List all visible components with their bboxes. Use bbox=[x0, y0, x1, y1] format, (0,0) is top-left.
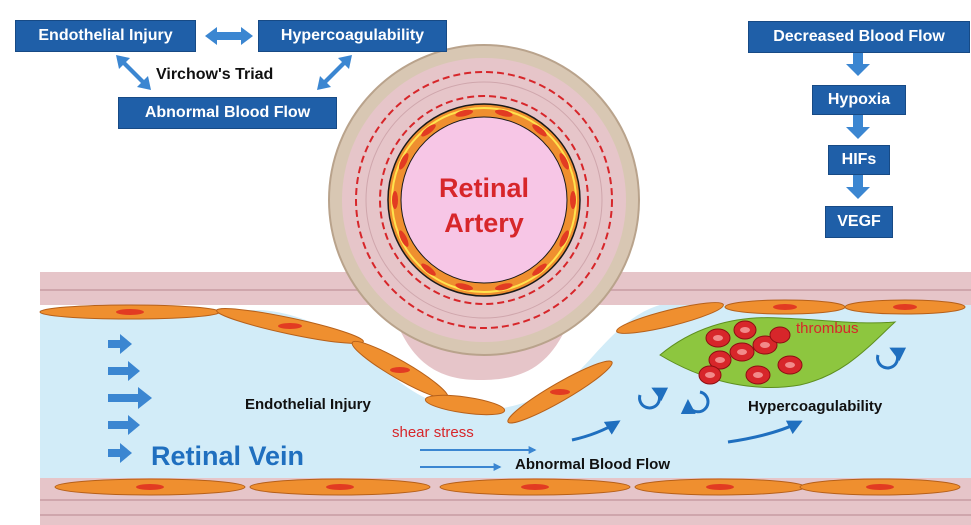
shear-stress-label: shear stress bbox=[392, 424, 474, 441]
cascade-step-hypoxia: Hypoxia bbox=[812, 85, 906, 115]
endothelial-injury-label: Endothelial Injury bbox=[245, 396, 371, 413]
double-arrow-icon bbox=[116, 55, 151, 90]
double-arrow-icon bbox=[317, 55, 352, 90]
bottom-endothelium bbox=[55, 479, 960, 495]
artery-cell-nucleus bbox=[392, 191, 398, 209]
endothelial-injury-box: Endothelial Injury bbox=[15, 20, 196, 52]
abnormal-blood-flow-label: Abnormal Blood Flow bbox=[515, 456, 670, 473]
hypercoagulability-label: Hypercoagulability bbox=[748, 398, 882, 415]
hypercoagulability-box: Hypercoagulability bbox=[258, 20, 447, 52]
cascade-step-decreased-flow: Decreased Blood Flow bbox=[748, 21, 970, 53]
artery-label-line1: Retinal bbox=[434, 173, 534, 204]
cascade-step-hifs: HIFs bbox=[828, 145, 890, 175]
artery-label-line2: Artery bbox=[434, 208, 534, 239]
thrombus-label: thrombus bbox=[796, 320, 859, 337]
virchows-triad-caption: Virchow's Triad bbox=[156, 66, 273, 84]
retinal-vein-label: Retinal Vein bbox=[151, 441, 304, 472]
cascade-step-vegf: VEGF bbox=[825, 206, 893, 238]
artery-cell-nucleus bbox=[570, 191, 576, 209]
double-arrow-icon bbox=[205, 27, 253, 45]
abnormal-blood-flow-box: Abnormal Blood Flow bbox=[118, 97, 337, 129]
cascade-arrows bbox=[846, 52, 870, 199]
